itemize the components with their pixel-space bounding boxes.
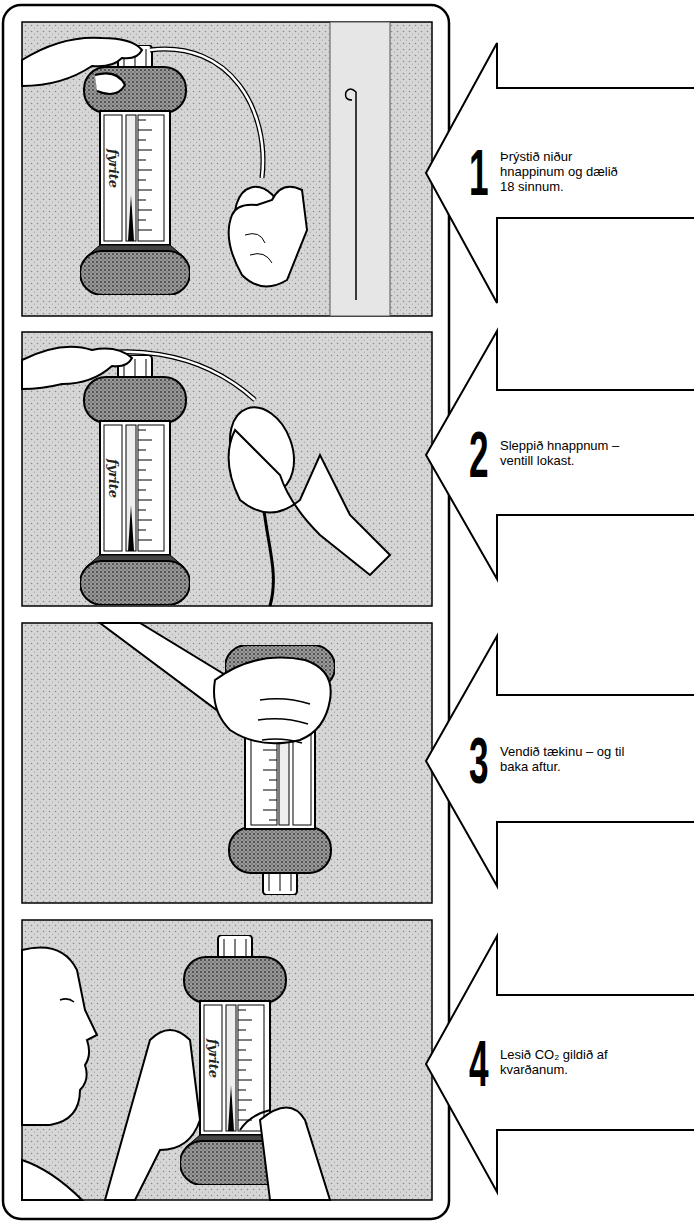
step-instruction: Sleppið hnappnum – ventill lokast. (500, 438, 628, 468)
brand-label: fyrite (206, 1039, 221, 1078)
step-instruction: Vendið tækinu – og til baka aftur. (500, 744, 628, 774)
step-number: 4 (469, 1032, 489, 1096)
step-arrow: 4 Lesið CO₂ gildið af kvarðanum. (425, 935, 694, 1193)
arrow-shape (426, 331, 694, 579)
panel-invert (22, 623, 432, 903)
step-arrow: 1Þrýstið niður hnappinum og dælið 18 sin… (425, 42, 694, 304)
panel-pump (22, 22, 432, 316)
panel-release (22, 332, 432, 606)
outer-frame (3, 5, 449, 1219)
step-arrow: 2 Sleppið hnappnum – ventill lokast. (425, 330, 694, 580)
step-number: 1 (469, 141, 489, 205)
brand-label: fyrite (106, 459, 121, 498)
brand-label: fyrite (106, 149, 121, 188)
step-number: 3 (469, 729, 489, 793)
step-instruction: Lesið CO₂ gildið af kvarðanum. (500, 1047, 628, 1077)
arrow-shape (426, 43, 694, 303)
arrow-shape (426, 636, 694, 886)
arrow-shape (426, 936, 694, 1192)
panel-read (22, 920, 432, 1200)
step-arrow: 3 Vendið tækinu – og til baka aftur. (425, 635, 694, 887)
step-instruction: Þrýstið niður hnappinum og dælið 18 sinn… (500, 149, 628, 194)
step-number: 2 (469, 423, 489, 487)
